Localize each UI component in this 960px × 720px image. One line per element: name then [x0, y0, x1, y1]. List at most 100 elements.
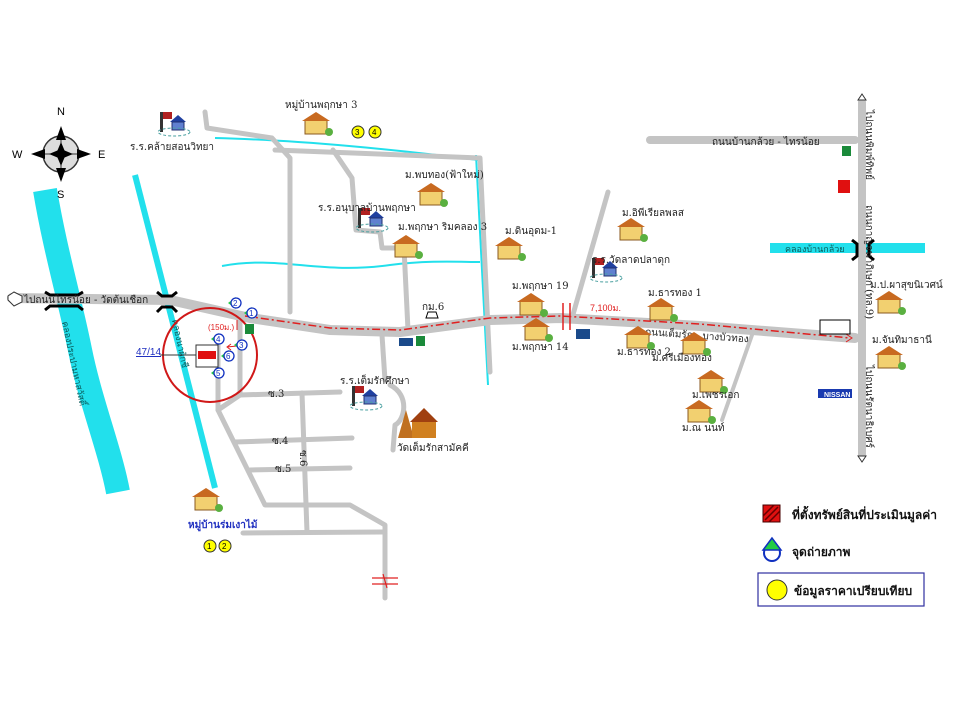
comparable-marker[interactable]: 2 — [218, 539, 232, 553]
compass-s: S — [57, 189, 64, 201]
photo-point-icon[interactable]: 3 — [234, 339, 248, 351]
canal-mid — [132, 174, 218, 489]
house-icon — [624, 326, 655, 350]
canal-thin — [221, 260, 481, 269]
shop-logo-icon — [838, 180, 850, 193]
house-icon — [392, 235, 423, 259]
place-label: ม.อิพีเรียลพลส — [622, 207, 684, 219]
house-icon — [685, 400, 716, 424]
comparable-marker[interactable]: 4 — [368, 125, 382, 139]
place-label: ม.จันทิมาธานี — [872, 334, 932, 346]
place-label: หมู่บ้านร่มเงาไม้ — [188, 518, 257, 532]
photo-point-number: 6 — [226, 352, 231, 361]
compass-w: W — [12, 149, 23, 161]
comparable-marker[interactable]: 1 — [203, 539, 217, 553]
nissan-logo-text: NISSAN — [824, 392, 850, 399]
compass-e: E — [98, 149, 105, 161]
scale-break-icon — [562, 303, 571, 330]
legend-comparable-icon — [766, 579, 788, 601]
soi-6-label: ซ.6 — [297, 450, 308, 466]
house-icon — [875, 346, 906, 370]
places — [157, 112, 906, 512]
comparable-marker[interactable]: 3 — [351, 125, 365, 139]
place-label: ม.ศรีเมืองทอง — [652, 352, 712, 364]
route-arrow-icon — [845, 333, 853, 343]
photo-point-number: 2 — [233, 299, 238, 308]
shop-logo-icon — [399, 338, 413, 346]
school-icon — [157, 112, 191, 137]
photo-point-icon[interactable]: 2 — [228, 297, 242, 309]
legend-comparable-label: ข้อมูลราคาเปรียบเทียบ — [794, 584, 912, 599]
comparable-number: 1 — [207, 542, 212, 551]
arrow-ns-icon — [857, 93, 867, 463]
legend: ที่ตั้งทรัพย์สินที่ประเมินมูลค่า จุดถ่าย… — [757, 504, 937, 607]
photo-point-number: 1 — [249, 309, 254, 318]
canal-right-label: คลองบ้านกล้วย — [785, 244, 845, 255]
place-label: ม.ป.ผาสุขนิเวศน์ — [870, 279, 943, 291]
house-icon — [495, 237, 526, 261]
canal-left — [33, 188, 130, 495]
roads — [7, 98, 866, 601]
photo-point-number: 5 — [216, 369, 221, 378]
house-icon — [517, 293, 548, 317]
bank-logo-icon — [576, 329, 590, 339]
place-label: ร.ร.อนุบาลบ้านพฤกษา — [318, 202, 416, 214]
place-label: ม.พฤกษา ริมคลอง 3 — [398, 222, 487, 233]
compass-rose-icon — [31, 126, 91, 182]
school-icon — [349, 386, 383, 411]
legend-photo-label: จุดถ่ายภาพ — [792, 545, 851, 560]
photo-point-icon[interactable]: 1 — [244, 307, 258, 319]
arrow-west-icon — [7, 291, 23, 307]
place-label: ร.ร.วัดลาดปลาดุก — [592, 255, 670, 266]
direction-arrow-icon — [226, 320, 238, 351]
distance-label: 7,100ม. — [590, 303, 621, 313]
route-line — [244, 315, 851, 339]
place-label: วัดเต็มรักสามัคคี — [397, 440, 469, 454]
km-marker-label: กม.6 — [422, 302, 444, 313]
place-label: ม.ธารทอง 2 — [617, 347, 671, 358]
property-marker-icon[interactable] — [198, 351, 216, 359]
compass-n: N — [57, 106, 65, 118]
seven-eleven-icon — [245, 324, 254, 334]
house-icon — [522, 318, 553, 342]
house-icon — [647, 298, 678, 322]
place-label: ม.เพชรเอก — [692, 390, 739, 401]
house-icon — [302, 112, 333, 136]
legend-photo-icon — [761, 536, 783, 562]
house-icon — [617, 218, 648, 242]
shop-logo-icon — [819, 319, 851, 335]
school-icon — [589, 258, 623, 283]
place-label: ม.ดินอุดม-1 — [505, 226, 557, 237]
road-label-top: ถนนบ้านกล้วย - ไทรน้อย — [712, 136, 820, 148]
place-label: หมู่บ้านพฤกษา 3 — [285, 99, 357, 111]
road-label-north: ไปถนนพิมพ์ทิพย์ — [863, 109, 875, 180]
house-icon — [875, 291, 906, 315]
house-icon — [417, 183, 448, 207]
place-label: ม.ณ นนท์ — [682, 422, 725, 434]
scale-break-icon — [372, 573, 398, 589]
km-marker-icon — [425, 311, 439, 319]
bridge-icon — [44, 238, 875, 314]
legend-property-label: ที่ตั้งทรัพย์สินที่ประเมินมูลค่า — [792, 505, 937, 523]
place-label: ร.ร.เต็มรักศึกษา — [340, 373, 410, 387]
comparable-number: 2 — [222, 542, 227, 551]
house-icon — [680, 332, 711, 356]
place-label: ม.ธารทอง 1 — [648, 288, 702, 299]
photo-point-icon[interactable]: 6 — [221, 350, 235, 362]
road-label-west: ไปถนนไทรน้อย - วัดต้นเชือก — [23, 294, 148, 306]
house-icon — [192, 488, 223, 512]
place-label: ม.พฤกษา 19 — [512, 281, 569, 292]
place-label: ม.พบทอง(ฟ้าใหม่) — [405, 169, 484, 181]
photo-point-icon[interactable]: 4 — [211, 333, 225, 345]
seven-eleven-icon — [416, 336, 425, 346]
soi-4-label: ซ.4 — [272, 436, 288, 447]
photo-point-icon[interactable]: 5 — [211, 367, 225, 379]
canal-thin — [475, 154, 489, 386]
temple-icon — [398, 408, 438, 438]
seven-eleven-icon — [842, 146, 851, 156]
house-icon — [697, 370, 728, 394]
place-label: ร.ร.คล้ายสอนวิทยา — [130, 141, 214, 153]
place-label: ม.พฤกษา 14 — [512, 342, 569, 353]
property-id-label[interactable]: 47/14 — [136, 347, 161, 358]
